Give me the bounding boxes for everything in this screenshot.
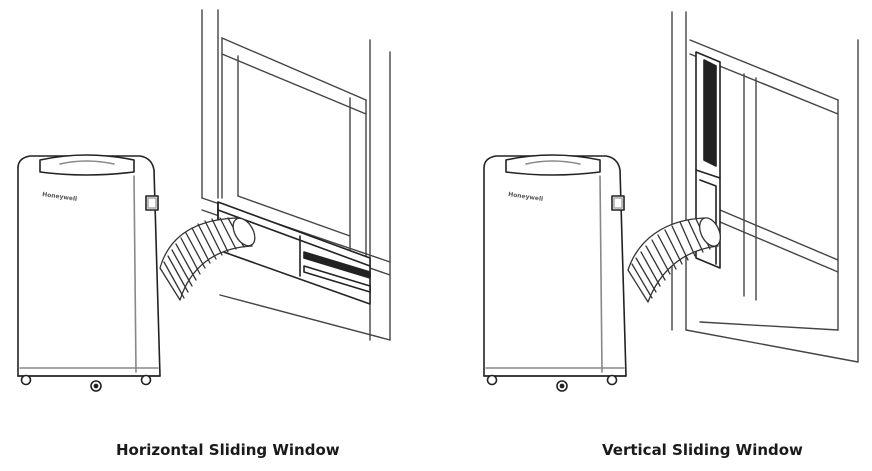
caption-vertical-sliding-window: Vertical Sliding Window: [602, 441, 803, 459]
caption-horizontal-sliding-window: Horizontal Sliding Window: [116, 441, 340, 459]
horizontal-slider-panel: [217, 201, 371, 305]
vertical-slider-panel: [695, 51, 721, 269]
vertical-ac-unit: Honeywell: [483, 154, 627, 392]
vertical-window-installation: Honeywell: [483, 11, 859, 392]
horizontal-brand-logo: Honeywell: [42, 191, 78, 203]
vertical-exhaust-hose: [627, 217, 721, 303]
horizontal-ac-unit: Honeywell: [17, 154, 161, 392]
horizontal-window-installation: Honeywell: [17, 9, 391, 392]
horizontal-exhaust-hose: [159, 217, 256, 301]
vertical-brand-logo: Honeywell: [508, 191, 544, 203]
